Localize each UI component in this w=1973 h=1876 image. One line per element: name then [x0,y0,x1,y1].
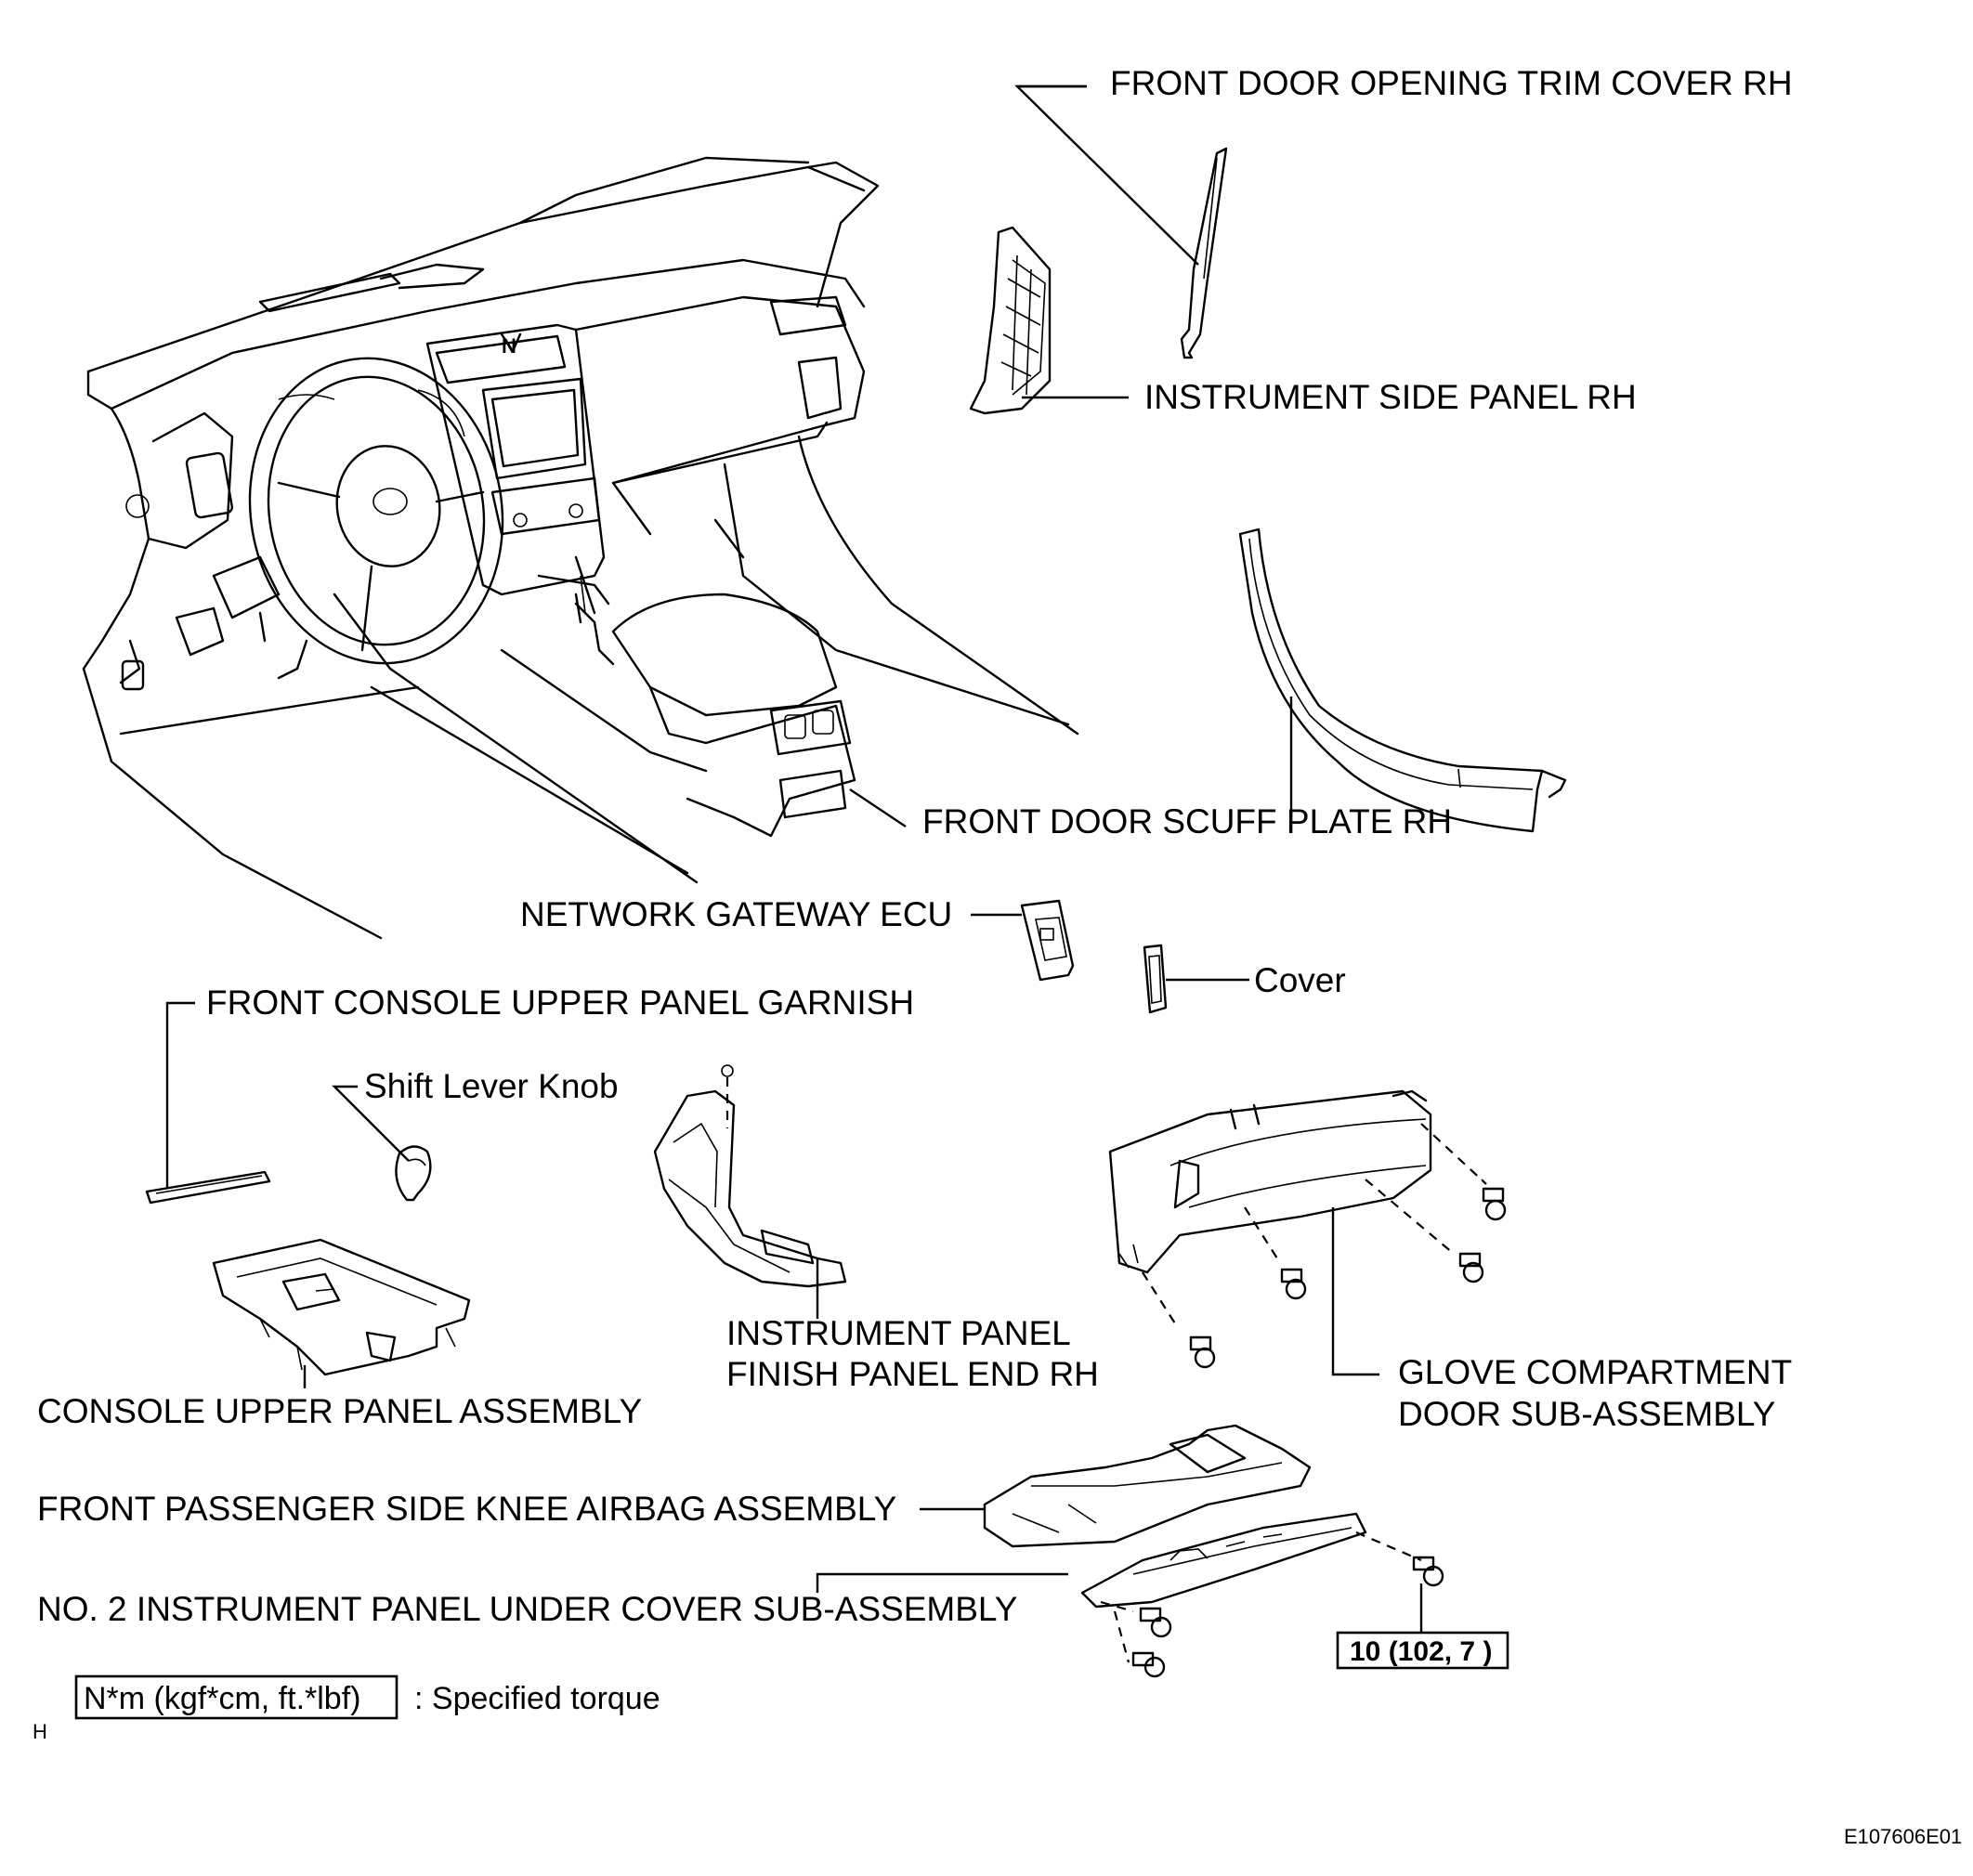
label-knee-airbag-assembly: FRONT PASSENGER SIDE KNEE AIRBAG ASSEMBL… [37,1490,896,1528]
console-upper-panel-assembly-part [212,1238,471,1376]
trim-cover-leader [1014,85,1199,266]
label-glove-compartment-line2: DOOR SUB-ASSEMBLY [1398,1395,1775,1433]
label-glove-compartment-line1: GLOVE COMPARTMENT [1398,1353,1792,1391]
glove-compartment-leader [1331,1207,1379,1376]
front-door-opening-trim-cover-part [1180,147,1228,359]
instrument-side-panel-part [969,226,1052,415]
front-console-upper-panel-garnish-part [145,1170,271,1205]
network-gateway-ecu-part [1020,899,1075,982]
dashboard-interior-illustration: N [82,156,1079,940]
garnish-leader [165,1001,195,1189]
label-no2-instrument-panel-under-cover: NO. 2 INSTRUMENT PANEL UNDER COVER SUB-A… [37,1590,1017,1628]
cover-part [1143,944,1168,1014]
label-network-gateway-ecu: NETWORK GATEWAY ECU [520,895,952,933]
label-front-door-scuff-plate-rh: FRONT DOOR SCUFF PLATE RH [922,802,1452,840]
console-to-label-line [849,788,907,827]
label-cover: Cover [1254,961,1346,999]
label-finish-panel-line2: FINISH PANEL END RH [726,1355,1099,1393]
corner-mark: H [33,1720,47,1743]
front-door-scuff-plate-part [1238,528,1567,833]
glove-compartment-bolts [1142,1123,1507,1369]
instrument-panel-finish-panel-end-part [653,1064,847,1288]
center-stack-emblem: N [502,334,516,358]
under-cover-leader [816,1572,1068,1593]
legend-unit-box [74,1674,399,1720]
label-front-door-opening-trim-cover-rh: FRONT DOOR OPENING TRIM COVER RH [1110,64,1793,102]
label-front-console-upper-panel-garnish: FRONT CONSOLE UPPER PANEL GARNISH [206,984,914,1022]
label-shift-lever-knob: Shift Lever Knob [364,1067,619,1105]
under-cover-bolts [1100,1531,1444,1678]
shift-knob-leader [332,1085,410,1162]
label-finish-panel-line1: INSTRUMENT PANEL [726,1314,1071,1352]
shift-lever-knob-part [395,1145,432,1202]
torque-value: 10 (102, 7 ) [1350,1636,1492,1667]
figure-id: E107606E01 [1844,1825,1962,1848]
label-instrument-side-panel-rh: INSTRUMENT SIDE PANEL RH [1144,378,1637,416]
label-console-upper-panel-assembly: CONSOLE UPPER PANEL ASSEMBLY [37,1392,642,1430]
torque-value-box [1336,1631,1509,1670]
glove-compartment-door-part [1108,1089,1432,1274]
legend-unit-text: N*m (kgf*cm, ft.*lbf) [84,1681,360,1716]
no2-instrument-panel-under-cover-part [1080,1512,1367,1609]
legend-description: : Specified torque [414,1681,660,1716]
knee-airbag-assembly-part [983,1424,1312,1548]
